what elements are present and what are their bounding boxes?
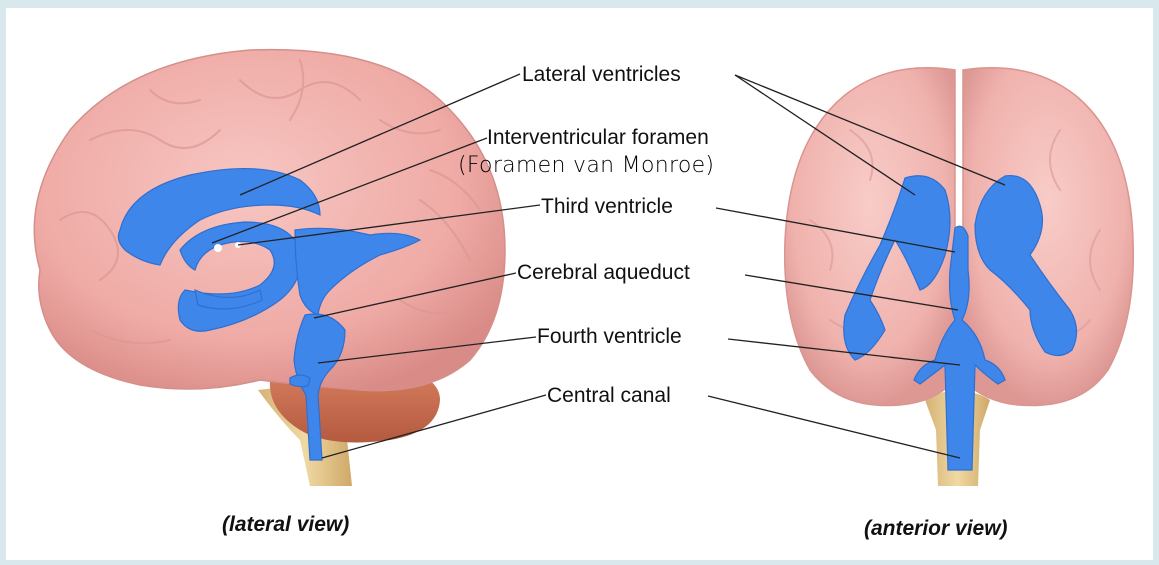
leader-central-canal-left (321, 394, 547, 459)
lateral-cerebrum (33, 48, 506, 392)
leader-central-canal-right (707, 395, 961, 459)
leader-lateral-ventricles-left (239, 73, 521, 196)
leader-lateral-ventricles-right-b (734, 74, 1006, 186)
anterior-ventricle-system (843, 174, 1078, 471)
leader-fourth-ventricle-right (727, 338, 961, 366)
leader-interventricular-foramen (211, 137, 488, 244)
caption-anterior-view: (anterior view) (864, 517, 1008, 540)
leader-lines (211, 73, 1006, 459)
label-central-canal: Central canal (547, 384, 671, 407)
label-fourth-ventricle: Fourth ventricle (537, 325, 682, 348)
lateral-brain-view (33, 48, 506, 486)
leader-third-ventricle-left (237, 204, 541, 246)
label-cerebral-aqueduct: Cerebral aqueduct (517, 261, 690, 284)
anterior-right-hemisphere (962, 67, 1135, 407)
leader-third-ventricle-right (715, 207, 956, 253)
label-interventricular-foramen: Interventricular foramen (487, 126, 709, 149)
annotation-foramen-van-monroe: (Foramen van Monroe) (458, 153, 715, 178)
label-third-ventricle: Third ventricle (541, 195, 673, 218)
caption-lateral-view: (lateral view) (222, 513, 350, 536)
leader-cerebral-aqueduct-right (744, 274, 959, 311)
label-lateral-ventricles: Lateral ventricles (522, 63, 681, 86)
lateral-ventricle-system (117, 167, 422, 461)
leader-lateral-ventricles-right-a (734, 74, 916, 196)
leader-cerebral-aqueduct-left (313, 272, 517, 319)
leader-fourth-ventricle-left (317, 336, 537, 364)
anterior-brain-view (783, 67, 1135, 486)
